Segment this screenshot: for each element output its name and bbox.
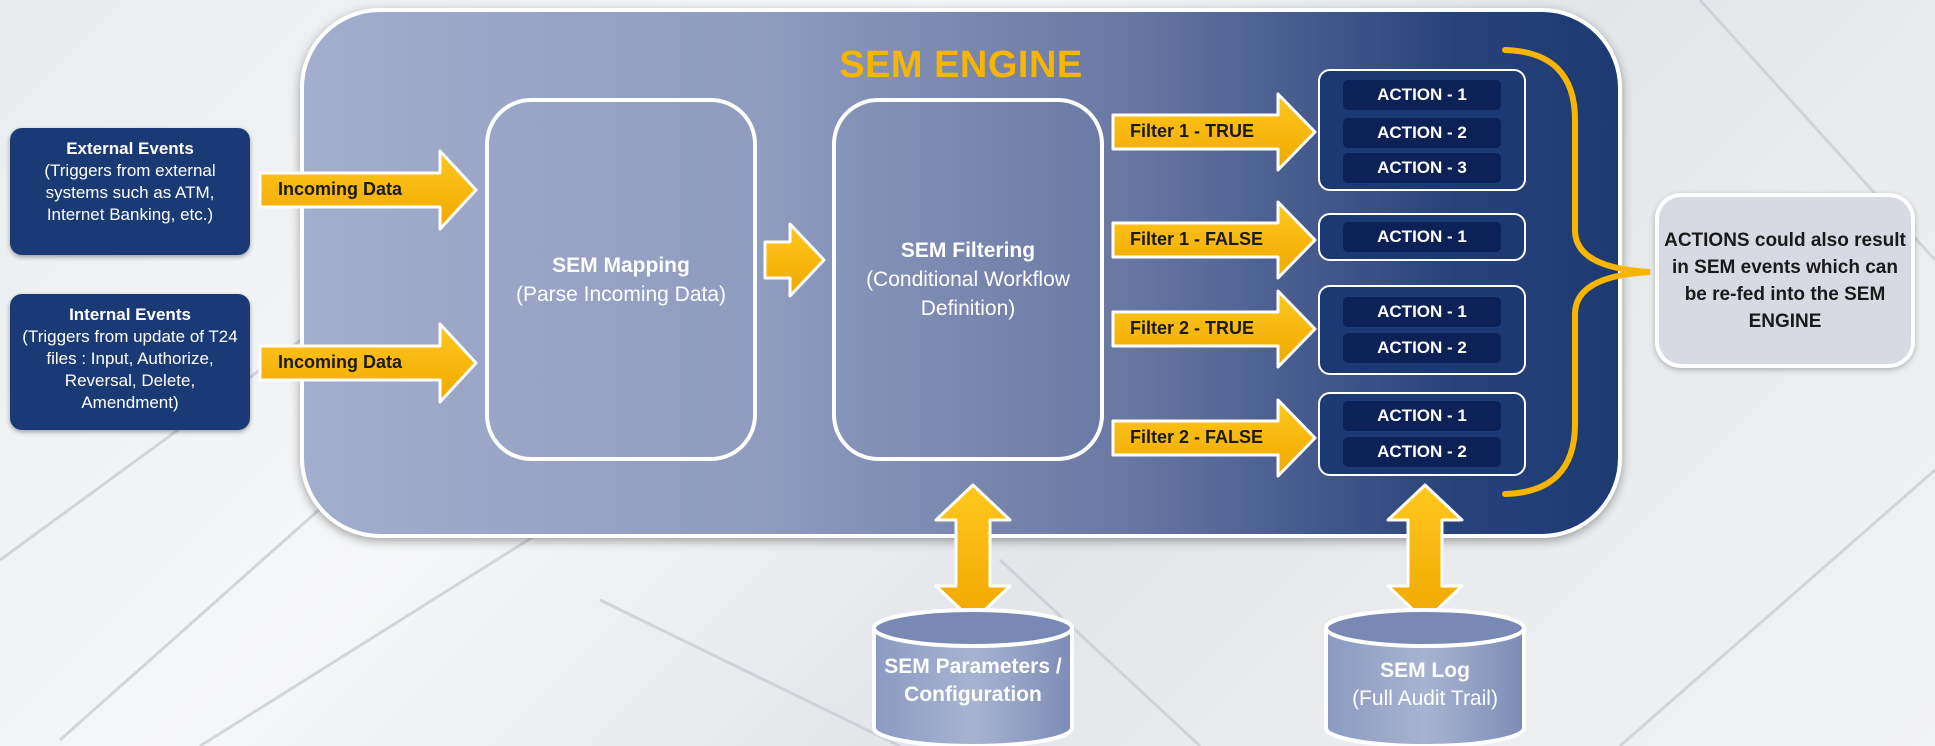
parameters-database-label: SEM Parameters / Configuration: [870, 653, 1076, 709]
log-database-label: SEM Log (Full Audit Trail): [1322, 657, 1528, 713]
filter-arrow-4: [1111, 398, 1317, 478]
external-events-box: External Events (Triggers from external …: [10, 128, 250, 255]
filter-label-4: Filter 2 - FALSE: [1130, 427, 1264, 447]
engine-title: SEM ENGINE: [839, 44, 1083, 86]
filter-label-2: Filter 1 - FALSE: [1130, 229, 1264, 249]
filter-label-3: Filter 2 - TRUE: [1130, 318, 1255, 338]
mapping-to-filtering-arrow: [763, 222, 826, 298]
filter-label-1: Filter 1 - TRUE: [1130, 121, 1255, 141]
internal-events-description: (Triggers from update of T24 files : Inp…: [22, 327, 238, 412]
sem-filtering-title: SEM Filtering: [900, 239, 1036, 262]
sem-mapping-box: SEM Mapping (Parse Incoming Data): [485, 98, 757, 461]
actions-brace: [1502, 47, 1651, 497]
incoming-arrow-2: [258, 322, 478, 404]
sem-filtering-box: SEM Filtering (Conditional Workflow Defi…: [832, 98, 1104, 461]
filter-arrow-1: [1111, 92, 1317, 172]
action-4-1: ACTION - 1: [1343, 401, 1501, 431]
filter-arrow-3: [1111, 289, 1317, 369]
action-3-1: ACTION - 1: [1343, 297, 1501, 327]
incoming-arrow-1: [258, 149, 478, 231]
log-double-arrow: [1386, 483, 1464, 623]
parameters-database-title: SEM Parameters / Configuration: [884, 655, 1062, 706]
action-2-1: ACTION - 1: [1343, 222, 1501, 252]
action-3-2: ACTION - 2: [1343, 333, 1501, 363]
action-1-3: ACTION - 3: [1343, 153, 1501, 183]
external-events-description: (Triggers from external systems such as …: [44, 161, 216, 224]
sem-mapping-title: SEM Mapping: [552, 253, 690, 277]
internal-events-box: Internal Events (Triggers from update of…: [10, 294, 250, 430]
action-1-1: ACTION - 1: [1343, 80, 1501, 110]
log-database-subtitle: (Full Audit Trail): [1352, 687, 1498, 710]
action-4-2: ACTION - 2: [1343, 437, 1501, 467]
incoming-data-label-2: Incoming Data: [278, 352, 403, 372]
incoming-data-label-1: Incoming Data: [278, 179, 403, 199]
actions-note-text: ACTIONS could also result in SEM events …: [1664, 229, 1906, 332]
sem-filtering-subtitle: (Conditional Workflow Definition): [866, 268, 1070, 320]
log-database-title: SEM Log: [1380, 659, 1470, 682]
actions-note: ACTIONS could also result in SEM events …: [1655, 193, 1915, 368]
action-1-2: ACTION - 2: [1343, 118, 1501, 148]
sem-mapping-subtitle: (Parse Incoming Data): [515, 282, 727, 306]
parameters-double-arrow: [934, 483, 1012, 623]
log-database-icon: [1324, 608, 1526, 746]
external-events-title: External Events: [66, 139, 194, 158]
parameters-database-icon: [872, 608, 1074, 746]
internal-events-title: Internal Events: [69, 305, 191, 324]
filter-arrow-2: [1111, 200, 1317, 280]
